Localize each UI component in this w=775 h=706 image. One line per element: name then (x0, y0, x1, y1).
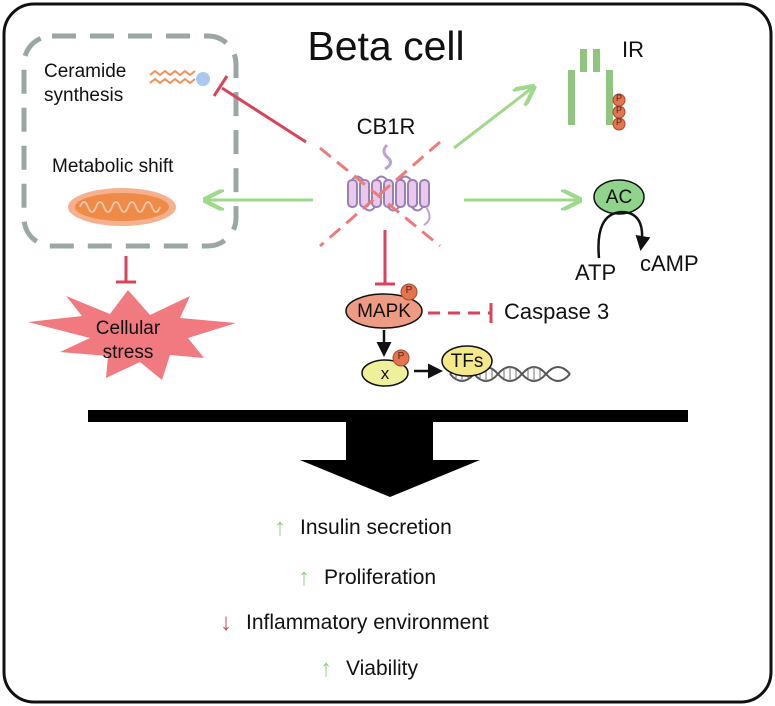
inhibit-cb1r-to-ceramide (221, 86, 307, 144)
outcome-label: Inflammatory environment (246, 611, 489, 634)
phospho-group-icon (612, 93, 626, 131)
activate-cb1r-to-ir (453, 88, 532, 150)
x-phospho-icon (392, 349, 410, 367)
cellular-stress-label-line2: stress (102, 342, 154, 363)
page-title: Beta cell (307, 23, 465, 69)
outcome-item: ↑ Proliferation (298, 566, 436, 590)
x-label: x (380, 364, 390, 383)
outcome-item: ↑ Viability (320, 657, 418, 681)
cellular-stress-label-line1: Cellular (95, 318, 161, 339)
outcome-item: ↑ Insulin secretion (274, 516, 452, 540)
insulin-receptor-icon (568, 49, 613, 125)
up-arrow-icon: ↑ (298, 564, 310, 591)
outcome-label: Viability (346, 657, 418, 680)
mitochondrion-icon (68, 188, 176, 226)
x-substrate-node (361, 359, 409, 387)
up-arrow-icon: ↑ (274, 514, 286, 541)
ac-label: AC (605, 187, 633, 208)
mapk-node (345, 293, 423, 329)
ac-enzyme (593, 179, 645, 215)
mapk-phospho-icon (400, 283, 418, 301)
x-phospho-label: P (397, 351, 405, 362)
ceramide-molecule-icon (149, 69, 210, 86)
summary-bar (88, 410, 688, 422)
metabolic-shift-label: Metabolic shift (52, 156, 174, 177)
ir-label: IR (622, 37, 644, 62)
camp-label: cAMP (640, 251, 699, 276)
phospho-label-1: P (615, 93, 623, 103)
phospho-label-3: P (615, 117, 623, 127)
up-arrow-icon: ↑ (320, 655, 332, 682)
tfs-node (441, 345, 493, 377)
outcome-label: Insulin secretion (300, 516, 452, 539)
mapk-phospho-label: P (405, 285, 413, 296)
summary-down-arrow (300, 422, 480, 497)
atp-to-camp-arrow (597, 210, 651, 259)
receptor-blocked-cross (319, 146, 441, 248)
cellular-stress-burst (28, 290, 236, 380)
outcome-label: Proliferation (324, 566, 437, 589)
mapk-label: MAPK (357, 301, 411, 322)
down-arrow-icon: ↓ (220, 609, 232, 636)
tfs-label: TFs (450, 351, 484, 372)
dashed-metabolism-box (21, 33, 239, 249)
outcome-item: ↓ Inflammatory environment (220, 611, 489, 635)
caspase3-label: Caspase 3 (504, 299, 610, 324)
phospho-label-2: P (615, 105, 623, 115)
ceramide-label-line1: Ceramide (44, 61, 127, 82)
cb1r-label: CB1R (356, 114, 416, 139)
ceramide-label-line2: synthesis (44, 85, 124, 106)
atp-label: ATP (575, 260, 617, 285)
